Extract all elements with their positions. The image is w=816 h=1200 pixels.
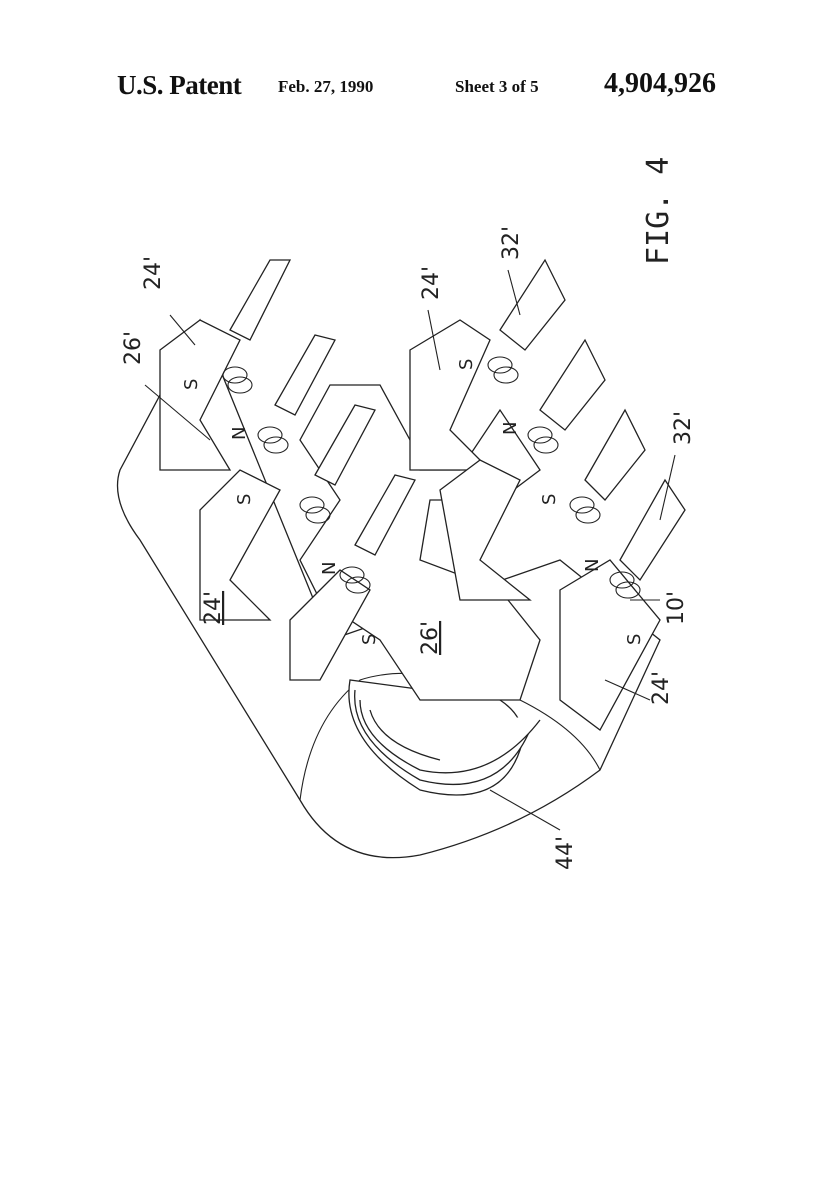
pole-s: S: [359, 634, 380, 645]
pole-s: S: [456, 359, 477, 370]
label-32-top: 32': [499, 226, 524, 260]
label-24-body: 24': [201, 591, 226, 625]
pole-n: N: [319, 562, 340, 575]
label-24-mid: 24': [419, 266, 444, 300]
patent-office-label: U.S. Patent: [117, 70, 242, 100]
label-10: 10': [664, 591, 689, 625]
pole-n: N: [500, 422, 521, 435]
pole-s: S: [539, 494, 560, 505]
figure-caption: FIG. 4: [641, 157, 676, 265]
pole-s: S: [624, 634, 645, 645]
label-44: 44': [553, 836, 578, 870]
stator-frames: [159, 319, 661, 731]
pole-n: N: [582, 559, 603, 572]
label-26-top: 26': [121, 331, 146, 365]
plates-32: [229, 258, 686, 582]
leader-lines: [144, 269, 676, 831]
patent-date: Feb. 27, 1990: [278, 77, 374, 96]
sheet-number: Sheet 3 of 5: [455, 77, 539, 96]
label-32-right: 32': [671, 411, 696, 445]
coils: [222, 356, 641, 599]
label-24-bottom: 24': [649, 671, 674, 705]
pole-s: S: [181, 379, 202, 390]
label-26-body: 26': [418, 621, 443, 655]
pole-n: N: [229, 427, 250, 440]
pole-s: S: [234, 494, 255, 505]
label-24-top: 24': [141, 256, 166, 290]
patent-number: 4,904,926: [604, 68, 716, 99]
disc-stack: [348, 679, 541, 796]
